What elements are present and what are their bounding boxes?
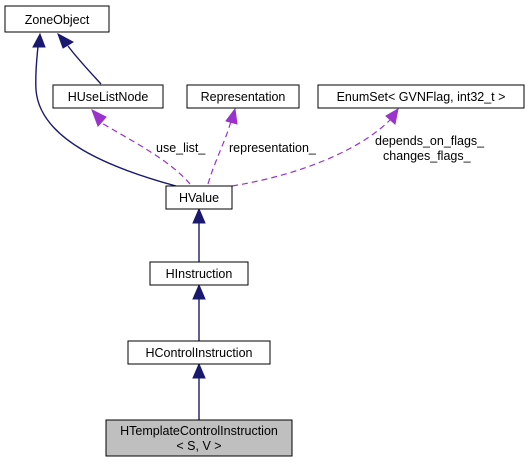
node-zoneobject[interactable]: ZoneObject	[4, 5, 110, 33]
arrowhead-hinstruction	[192, 283, 206, 300]
node-enumset[interactable]: EnumSet< GVNFlag, int32_t >	[317, 84, 525, 109]
arrowhead-hcontrolinstruction	[192, 362, 206, 379]
node-label-hinstruction: HInstruction	[166, 267, 233, 281]
arrowhead-huselistnode	[91, 108, 107, 127]
node-label-htemplate-line1: HTemplateControlInstruction	[120, 424, 278, 438]
node-label-htemplate-line2: < S, V >	[176, 439, 221, 453]
edge-huselistnode-to-zoneobject	[67, 45, 102, 85]
node-huselistnode[interactable]: HUseListNode	[52, 84, 164, 109]
edge-representation	[207, 120, 232, 185]
edge-flags	[231, 119, 391, 187]
arrowhead-hvalue	[192, 207, 206, 224]
arrowhead-representation	[225, 107, 238, 125]
node-htemplatecontrolinstruction[interactable]: HTemplateControlInstruction < S, V >	[105, 419, 293, 457]
node-label-hvalue: HValue	[179, 191, 219, 205]
arrowhead-zoneobject-from-hvalue	[32, 32, 46, 48]
arrowhead-zoneobject-from-huselistnode	[57, 32, 75, 49]
edge-label-use-list: use_list_	[156, 141, 206, 155]
node-hvalue[interactable]: HValue	[165, 185, 233, 210]
node-hcontrolinstruction[interactable]: HControlInstruction	[127, 340, 271, 365]
edge-use-list	[99, 121, 191, 185]
node-representation[interactable]: Representation	[186, 84, 300, 109]
node-label-zoneobject: ZoneObject	[25, 13, 90, 27]
arrowhead-enumset	[385, 108, 399, 125]
edge-label-changes-flags: changes_flags_	[383, 149, 472, 163]
node-label-huselistnode: HUseListNode	[68, 90, 149, 104]
edge-label-depends-on-flags: depends_on_flags_	[375, 134, 485, 148]
edge-hvalue-to-zoneobject	[35, 45, 177, 187]
edge-label-representation: representation_	[229, 141, 317, 155]
node-label-enumset: EnumSet< GVNFlag, int32_t >	[337, 90, 506, 104]
node-label-representation: Representation	[201, 90, 286, 104]
node-label-hcontrolinstruction: HControlInstruction	[146, 346, 253, 360]
node-hinstruction[interactable]: HInstruction	[149, 261, 249, 286]
